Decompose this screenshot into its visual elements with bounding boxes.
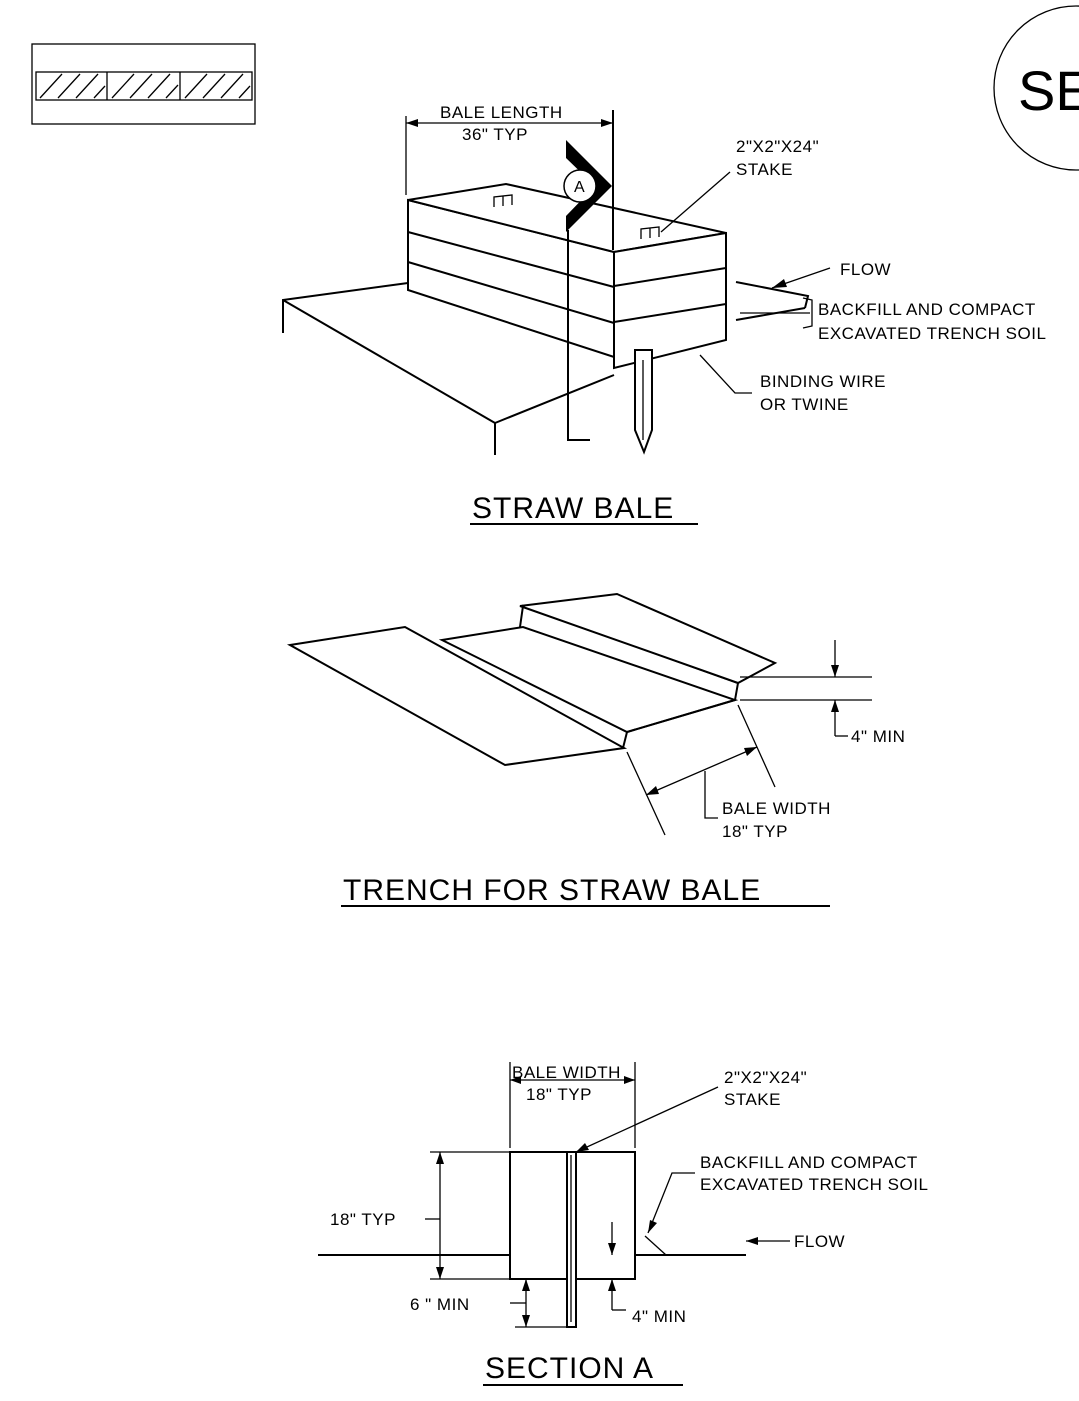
sheet-badge: SE	[993, 5, 1079, 171]
section-embed-dimension	[510, 1279, 567, 1328]
trench-title: TRENCH FOR STRAW BALE	[343, 874, 761, 907]
stake-label-name: STAKE	[736, 160, 793, 179]
trench-bale-width-value: 18" TYP	[722, 822, 788, 841]
backfill-label-1: BACKFILL AND COMPACT	[818, 300, 1036, 319]
trench-depth-dimension	[740, 640, 872, 737]
trench-bale-width-label: BALE WIDTH	[722, 799, 831, 818]
bale-length-dimension	[405, 116, 613, 195]
stake-label-size: 2"X2"X24"	[736, 137, 819, 156]
section-a-view: BALE WIDTH 18" TYP 2"X2"X24" STAKE BACKF…	[318, 1062, 928, 1386]
sheet-badge-text: SE	[1018, 59, 1079, 122]
stake	[634, 349, 653, 455]
section-embed-label: 6 " MIN	[410, 1295, 470, 1314]
trench-view: 4" MIN BALE WIDTH 18" TYP TRENCH FOR STR…	[286, 592, 905, 907]
section-stake-name: STAKE	[724, 1090, 781, 1109]
section-trench-depth-dimension	[608, 1222, 626, 1311]
section-bale-width-dimension	[509, 1062, 636, 1148]
section-backfill-1: BACKFILL AND COMPACT	[700, 1153, 918, 1172]
section-a-title: SECTION A	[485, 1352, 654, 1385]
section-flow-label: FLOW	[794, 1232, 845, 1251]
section-bale-width-value: 18" TYP	[526, 1085, 592, 1104]
section-marker-a: A	[563, 140, 612, 232]
binding-label-2: OR TWINE	[760, 395, 849, 414]
section-height-label: 18" TYP	[330, 1210, 396, 1229]
binding-label-1: BINDING WIRE	[760, 372, 886, 391]
backfill-label-2: EXCAVATED TRENCH SOIL	[818, 324, 1046, 343]
flow-label: FLOW	[840, 260, 891, 279]
section-height-dimension	[425, 1151, 510, 1280]
section-trench-depth-label: 4" MIN	[632, 1307, 686, 1326]
section-backfill-2: EXCAVATED TRENCH SOIL	[700, 1175, 928, 1194]
bale-length-value: 36" TYP	[462, 125, 528, 144]
straw-bale-view: A BALE LENGTH 36" TYP 2"X2"X24" STAKE FL…	[282, 103, 1046, 525]
section-marker-label: A	[574, 179, 585, 196]
legend-symbol	[31, 43, 256, 125]
trench-bale-width-dimension	[626, 704, 776, 836]
bale-length-label: BALE LENGTH	[440, 103, 563, 122]
section-bale-width-label: BALE WIDTH	[512, 1063, 621, 1082]
trench-depth-label: 4" MIN	[851, 727, 905, 746]
straw-bale-title: STRAW BALE	[472, 492, 674, 525]
section-stake-size: 2"X2"X24"	[724, 1068, 807, 1087]
